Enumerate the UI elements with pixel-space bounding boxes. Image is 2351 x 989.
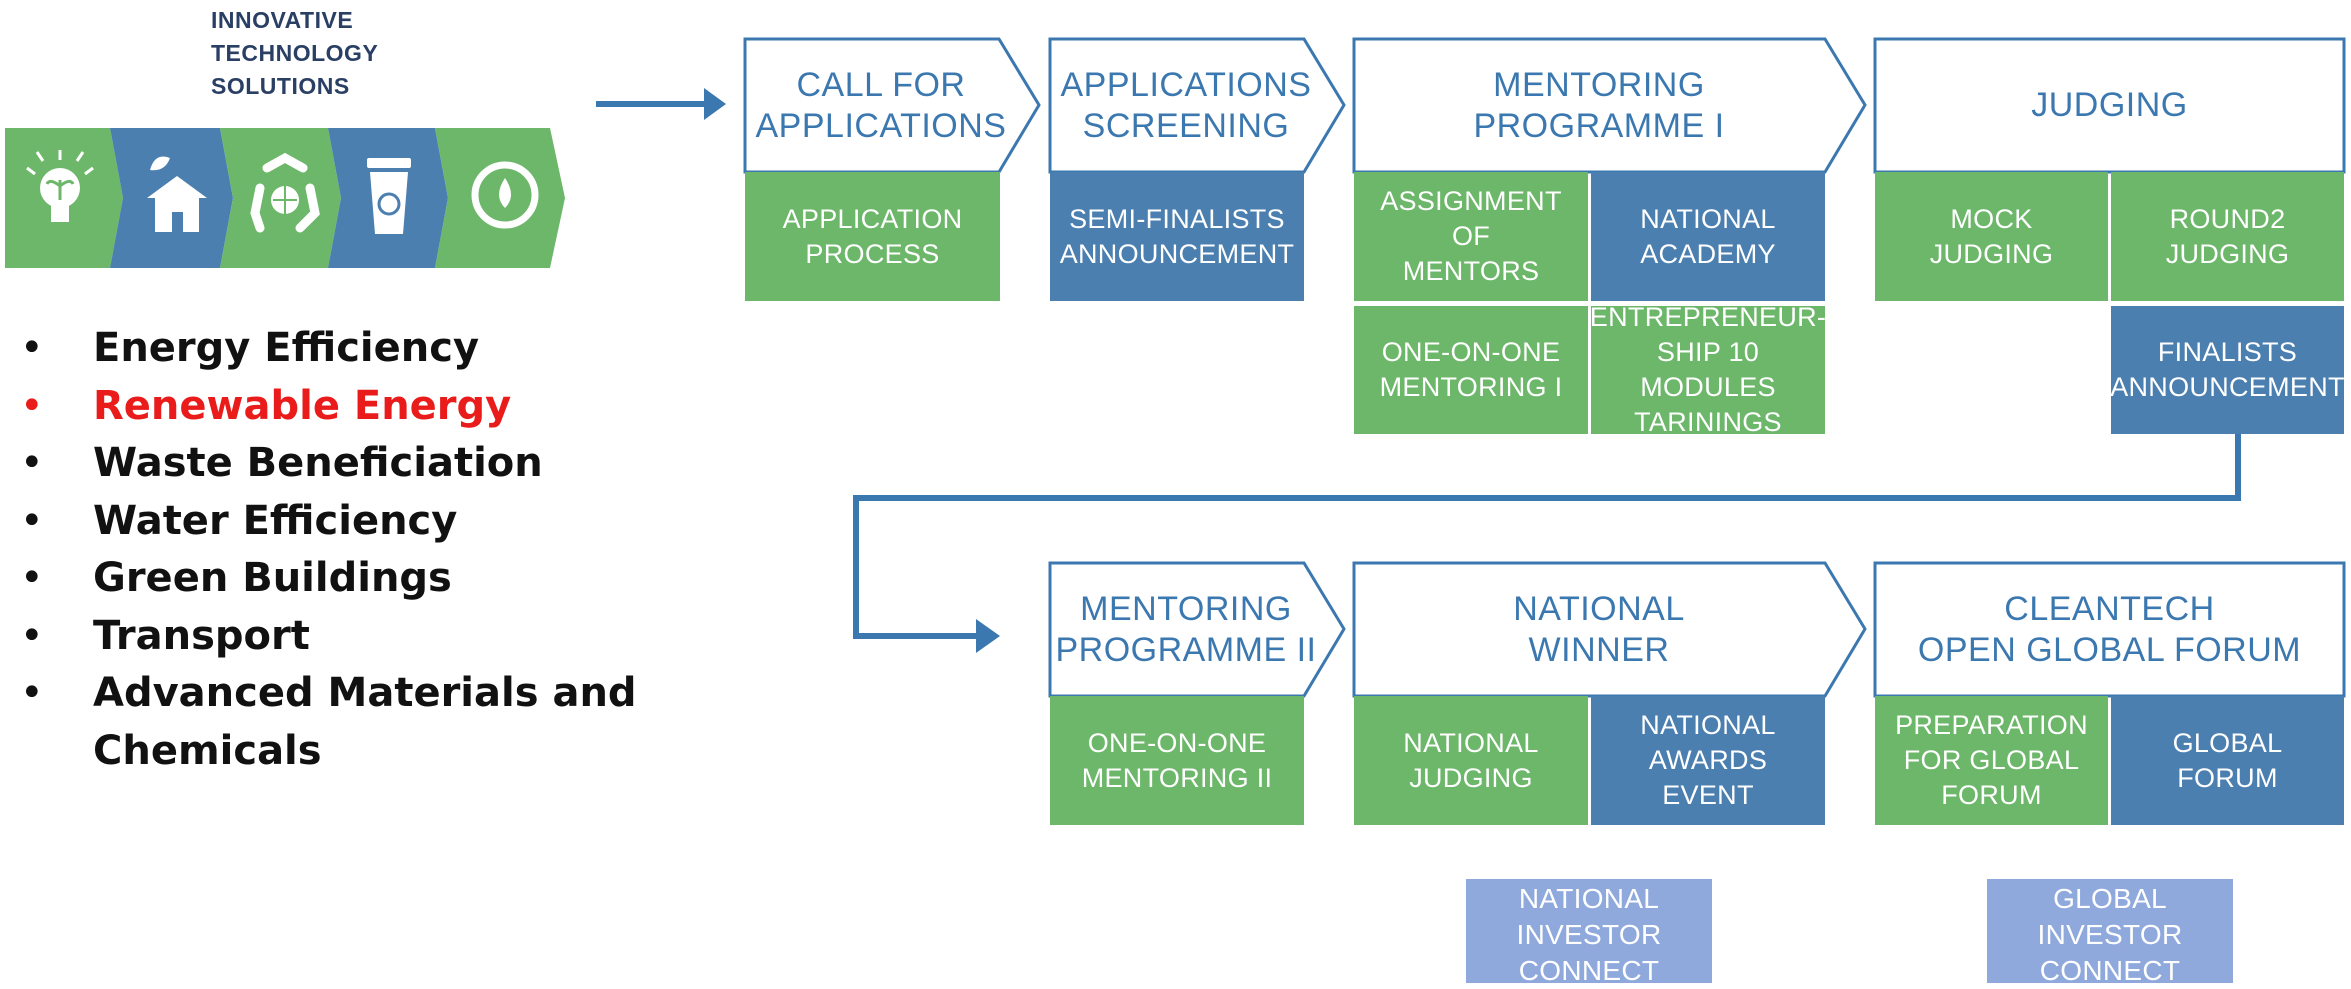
step-box: ENTREPRENEUR- SHIP 10 MODULES TARININGS [1589, 302, 1827, 437]
step-box: ONE-ON-ONE MENTORING I [1354, 306, 1588, 434]
house-leaf-icon [110, 128, 233, 268]
step-box: NATIONAL ACADEMY [1591, 172, 1825, 301]
stage-arrow [743, 37, 1041, 174]
lightbulb-plant-icon [5, 128, 123, 268]
brand-line: SOLUTIONS [211, 73, 350, 99]
step-box: NATIONAL AWARDS EVENT [1591, 696, 1825, 825]
investor-box: NATIONAL INVESTOR CONNECT [1466, 879, 1712, 986]
stage-arrow [1352, 561, 1867, 698]
stage-box [1873, 37, 2346, 174]
step-box: FINALISTS ANNOUNCEMENT [2110, 306, 2345, 434]
step-box: ONE-ON-ONE MENTORING II [1050, 696, 1304, 825]
brand-title: INNOVATIVE TECHNOLOGY SOLUTIONS [211, 4, 378, 103]
stage-arrow [1048, 37, 1346, 174]
step-box: MOCK JUDGING [1875, 172, 2108, 301]
category-item: Advanced Materials and Chemicals [20, 665, 653, 780]
step-box: ASSIGNMENT OF MENTORS [1354, 172, 1588, 301]
step-box: APPLICATION PROCESS [745, 172, 1000, 301]
category-item-highlighted: Renewable Energy [20, 378, 653, 436]
stage-title: CALL FOR APPLICATIONS [755, 65, 1007, 145]
stage-title: JUDGING [2031, 86, 2188, 124]
step-box: SEMI-FINALISTS ANNOUNCEMENT [1050, 172, 1304, 301]
connector-line [853, 434, 2241, 639]
step-box: ROUND2 JUDGING [2111, 172, 2344, 301]
category-list: Energy Efficiency Renewable Energy Waste… [20, 320, 653, 780]
step-box: NATIONAL JUDGING [1354, 696, 1588, 825]
water-drop-cycle-icon [435, 128, 565, 268]
stage-box [1873, 561, 2346, 698]
brand-line: TECHNOLOGY [211, 40, 379, 66]
stage-title: APPLICATIONS SCREENING [1060, 65, 1312, 145]
stage-title: MENTORING PROGRAMME II [1055, 589, 1317, 669]
category-item: Green Buildings [20, 550, 653, 608]
stage-arrow [1352, 37, 1867, 174]
connector-arrow-head [976, 619, 1000, 653]
step-box: GLOBAL FORUM [2111, 696, 2344, 825]
stage-arrow [1048, 561, 1346, 698]
icon-strip [5, 128, 565, 268]
entry-arrow-head [704, 88, 726, 120]
brand-line: INNOVATIVE [211, 7, 354, 33]
stage-title: NATIONAL WINNER [1513, 589, 1685, 669]
category-item: Water Efficiency [20, 493, 653, 551]
step-box: PREPARATION FOR GLOBAL FORUM [1875, 696, 2108, 825]
category-item: Waste Beneficiation [20, 435, 653, 493]
recycle-bin-icon [328, 128, 448, 268]
stage-title: MENTORING PROGRAMME I [1473, 65, 1725, 145]
recycle-globe-icon [220, 128, 341, 268]
category-item: Energy Efficiency [20, 320, 653, 378]
category-item: Transport [20, 608, 653, 666]
stage-title: CLEANTECH OPEN GLOBAL FORUM [1917, 589, 2302, 669]
investor-box: GLOBAL INVESTOR CONNECT [1987, 879, 2233, 986]
